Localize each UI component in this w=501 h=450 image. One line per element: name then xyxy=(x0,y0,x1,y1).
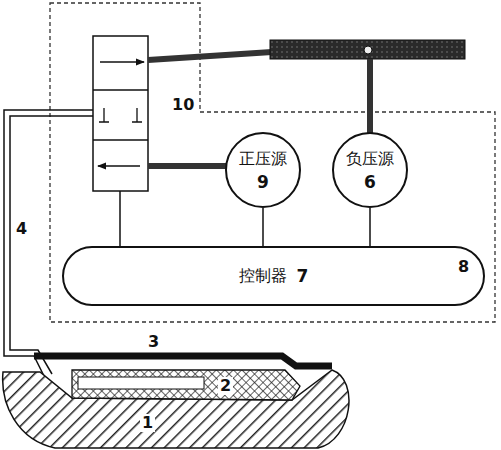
control-wire xyxy=(119,191,121,246)
callout-number: 6 xyxy=(364,172,376,192)
drain-tube xyxy=(4,110,93,380)
callout-number: 7 xyxy=(297,266,309,286)
valve-symbol xyxy=(93,36,148,191)
tube-insert xyxy=(78,377,204,389)
collection-canister xyxy=(270,40,465,59)
node-title: 正压源 xyxy=(239,149,287,170)
cover-film xyxy=(34,356,332,366)
callout-number: 2 xyxy=(218,377,233,395)
control-wire xyxy=(369,208,371,246)
vacuum-source: 负压源6 xyxy=(332,132,408,208)
callout-number: 10 xyxy=(170,96,196,114)
node-title: 负压源 xyxy=(346,149,394,170)
callout-number: 4 xyxy=(14,220,29,238)
vacuum-pipe xyxy=(367,59,373,133)
pressure-pipe xyxy=(148,163,226,169)
pressure-source: 正压源9 xyxy=(225,132,301,208)
foam-dressing xyxy=(72,370,300,400)
wound-tissue xyxy=(3,370,349,448)
controller-box: 控制器 7 xyxy=(62,246,485,306)
callout-number: 8 xyxy=(456,258,471,276)
control-wire xyxy=(262,208,264,246)
callout-number: 1 xyxy=(140,414,155,432)
callout-number: 9 xyxy=(257,172,269,192)
node-title: 控制器 xyxy=(239,266,287,287)
housing-outline xyxy=(50,3,495,322)
pipe-joint xyxy=(364,46,372,54)
vacuum-pipe xyxy=(148,52,272,60)
callout-number: 3 xyxy=(146,333,161,351)
drain-tube xyxy=(10,116,93,374)
